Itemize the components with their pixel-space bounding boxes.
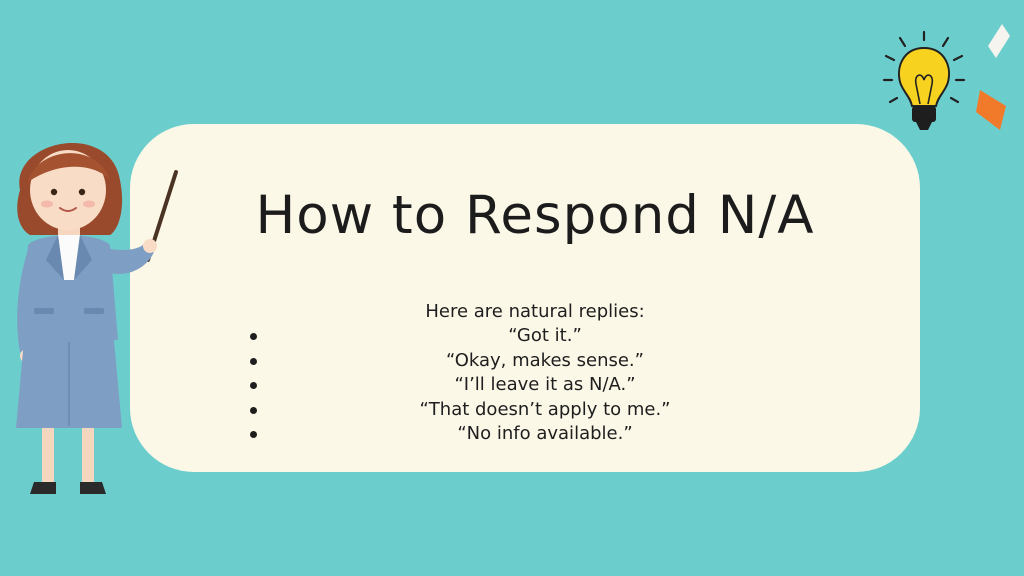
- raised-arm: [104, 242, 154, 274]
- shoe: [80, 482, 106, 494]
- reply-text: “No info available.”: [457, 423, 633, 444]
- lightbulb-icon: [882, 30, 966, 130]
- hand: [143, 239, 157, 253]
- reply-text: “I’ll leave it as N/A.”: [454, 374, 636, 395]
- leg: [82, 428, 94, 484]
- bullet-icon: [250, 333, 257, 340]
- left-arm: [17, 250, 42, 352]
- leg: [42, 428, 54, 484]
- list-item: “That doesn’t apply to me.”: [240, 398, 840, 423]
- teacher-illustration: [16, 142, 178, 494]
- list-item: “No info available.”: [240, 422, 840, 447]
- reply-text: “That doesn’t apply to me.”: [419, 398, 671, 420]
- orange-shape: [976, 90, 1006, 130]
- hair-bangs: [28, 153, 110, 182]
- reply-text: “Got it.”: [508, 325, 582, 346]
- eye: [50, 188, 58, 196]
- diamond-shape: [988, 24, 1010, 58]
- intro-text: Here are natural replies:: [425, 301, 645, 322]
- list-item: “Got it.”: [240, 324, 840, 349]
- eye: [78, 188, 86, 196]
- shoe: [30, 482, 56, 494]
- reply-list: “Got it.” “Okay, makes sense.” “I’ll lea…: [240, 324, 840, 447]
- bullet-icon: [250, 357, 257, 365]
- slide-title: How to Respond N/A: [255, 185, 815, 246]
- bullet-icon: [250, 431, 257, 438]
- content-card: [130, 124, 920, 472]
- list-item: “I’ll leave it as N/A.”: [240, 373, 840, 398]
- reply-text: “Okay, makes sense.”: [446, 349, 644, 371]
- bullet-icon: [250, 406, 257, 414]
- smile: [59, 207, 77, 212]
- list-item: “Okay, makes sense.”: [240, 349, 840, 374]
- bullet-icon: [250, 382, 257, 389]
- blouse: [58, 235, 80, 280]
